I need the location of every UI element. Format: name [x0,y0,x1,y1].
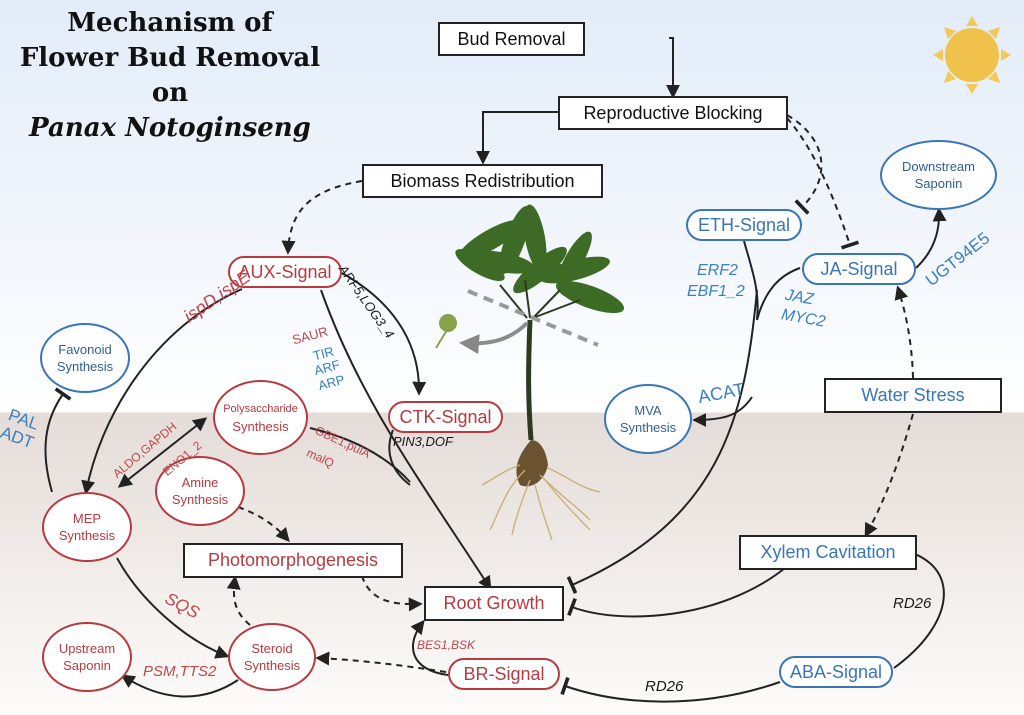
edge-steroid-to-upstream [120,674,239,698]
edge-aux-to-root [320,289,492,591]
edge-aba-to-xylem [893,544,945,669]
gene-label-bes1-bsk: BES1,BSK [417,638,476,652]
mep-synthesis-node: MEP Synthesis [42,492,132,562]
gene-label-ebf1-2: EBF1_2 [687,283,745,300]
edge-bud-to-reproductive [666,37,680,99]
upstream-label-1: Upstream [58,641,116,656]
edge-polysaccharide-to-root [309,427,411,483]
diagram-title: Mechanism of Flower Bud Removal on Panax… [0,6,340,146]
root-growth-box: Root Growth [424,586,564,621]
edge-photo-to-root [361,575,423,612]
downstream-label-2: Saponin [914,176,963,191]
mva-label-1: MVA [634,403,662,418]
br-signal-node: BR-Signal [448,658,560,690]
title-line-4: Panax Notoginseng [29,113,311,143]
eth-signal-node: ETH-Signal [686,209,802,241]
edge-xylem-inhibits-root [567,567,786,618]
edge-ja-eth-inhibits-root [566,289,758,594]
amine-label-1: Amine [181,475,219,490]
xylem-cavitation-box: Xylem Cavitation [739,535,917,570]
edge-amine-to-photo [237,506,290,543]
gene-label-pin3-dof: PIN3,DOF [393,434,453,449]
amine-label-2: Synthesis [171,492,229,507]
edge-br-to-steroid [315,651,447,673]
gene-label-rd26-bottom: RD26 [645,678,684,695]
mva-label-2: Synthesis [619,420,677,435]
edge-biomass-to-aux [281,180,363,255]
mep-label-1: MEP [72,511,102,526]
steroid-label-2: Synthesis [243,658,301,673]
edge-reproductive-inhibits-ja [786,117,860,250]
water-stress-box: Water Stress [824,378,1002,413]
gene-label-rd26-right: RD26 [893,595,932,612]
title-line-3: on [151,78,189,108]
edge-to-mva [692,396,753,427]
title-line-2: Flower Bud Removal [19,43,321,73]
edge-water-to-ja [894,285,914,379]
mva-synthesis-node: MVA Synthesis [604,384,692,454]
aba-signal-node: ABA-Signal [779,656,893,688]
edge-reproductive-inhibits-eth [786,114,823,215]
edge-ja-branch [756,267,801,321]
photomorphogenesis-box: Photomorphogenesis [183,543,403,578]
gene-label-psm-tts2: PSM,TTS2 [143,663,217,680]
sun-icon [933,16,1011,94]
edge-mep-polysaccharide [117,417,208,488]
mep-label-2: Synthesis [58,528,116,543]
polysaccharide-label-2: Synthesis [232,418,289,434]
ja-signal-node: JA-Signal [802,253,916,285]
title-line-1: Mechanism of [67,8,273,38]
biomass-redistribution-box: Biomass Redistribution [362,164,603,198]
edge-ja-to-downstream [915,207,947,269]
edge-mep-to-steroid [116,557,230,659]
reproductive-blocking-box: Reproductive Blocking [558,96,788,130]
edge-eth-branch [743,240,759,321]
upstream-label-2: Saponin [63,658,111,673]
downstream-label-1: Downstream [902,159,975,174]
edge-water-to-xylem [864,413,914,538]
edge-aux-to-ctk [341,272,427,396]
favonoid-label-2: Synthesis [56,359,114,374]
ctk-signal-node: CTK-Signal [388,401,503,433]
favonoid-label-1: Favonoid [58,342,112,357]
aux-signal-node: AUX-Signal [228,256,342,288]
edge-inhibits-favonoid [44,387,72,493]
edge-steroid-to-photo [226,575,251,626]
edge-br-to-root [410,619,449,676]
gene-label-erf2: ERF2 [697,262,738,279]
flower-bud-icon [435,314,457,349]
polysaccharide-label-1: Polysaccharide [223,402,298,415]
edge-reproductive-to-biomass [476,111,558,165]
bud-removal-box: Bud Removal [438,22,585,56]
edge-aux-to-mep [81,288,243,495]
edge-aba-inhibits-br [560,676,781,703]
panax-plant-illustration [455,204,625,541]
steroid-label-1: Steroid [251,641,293,656]
edge-ctk-to-root [388,429,411,486]
